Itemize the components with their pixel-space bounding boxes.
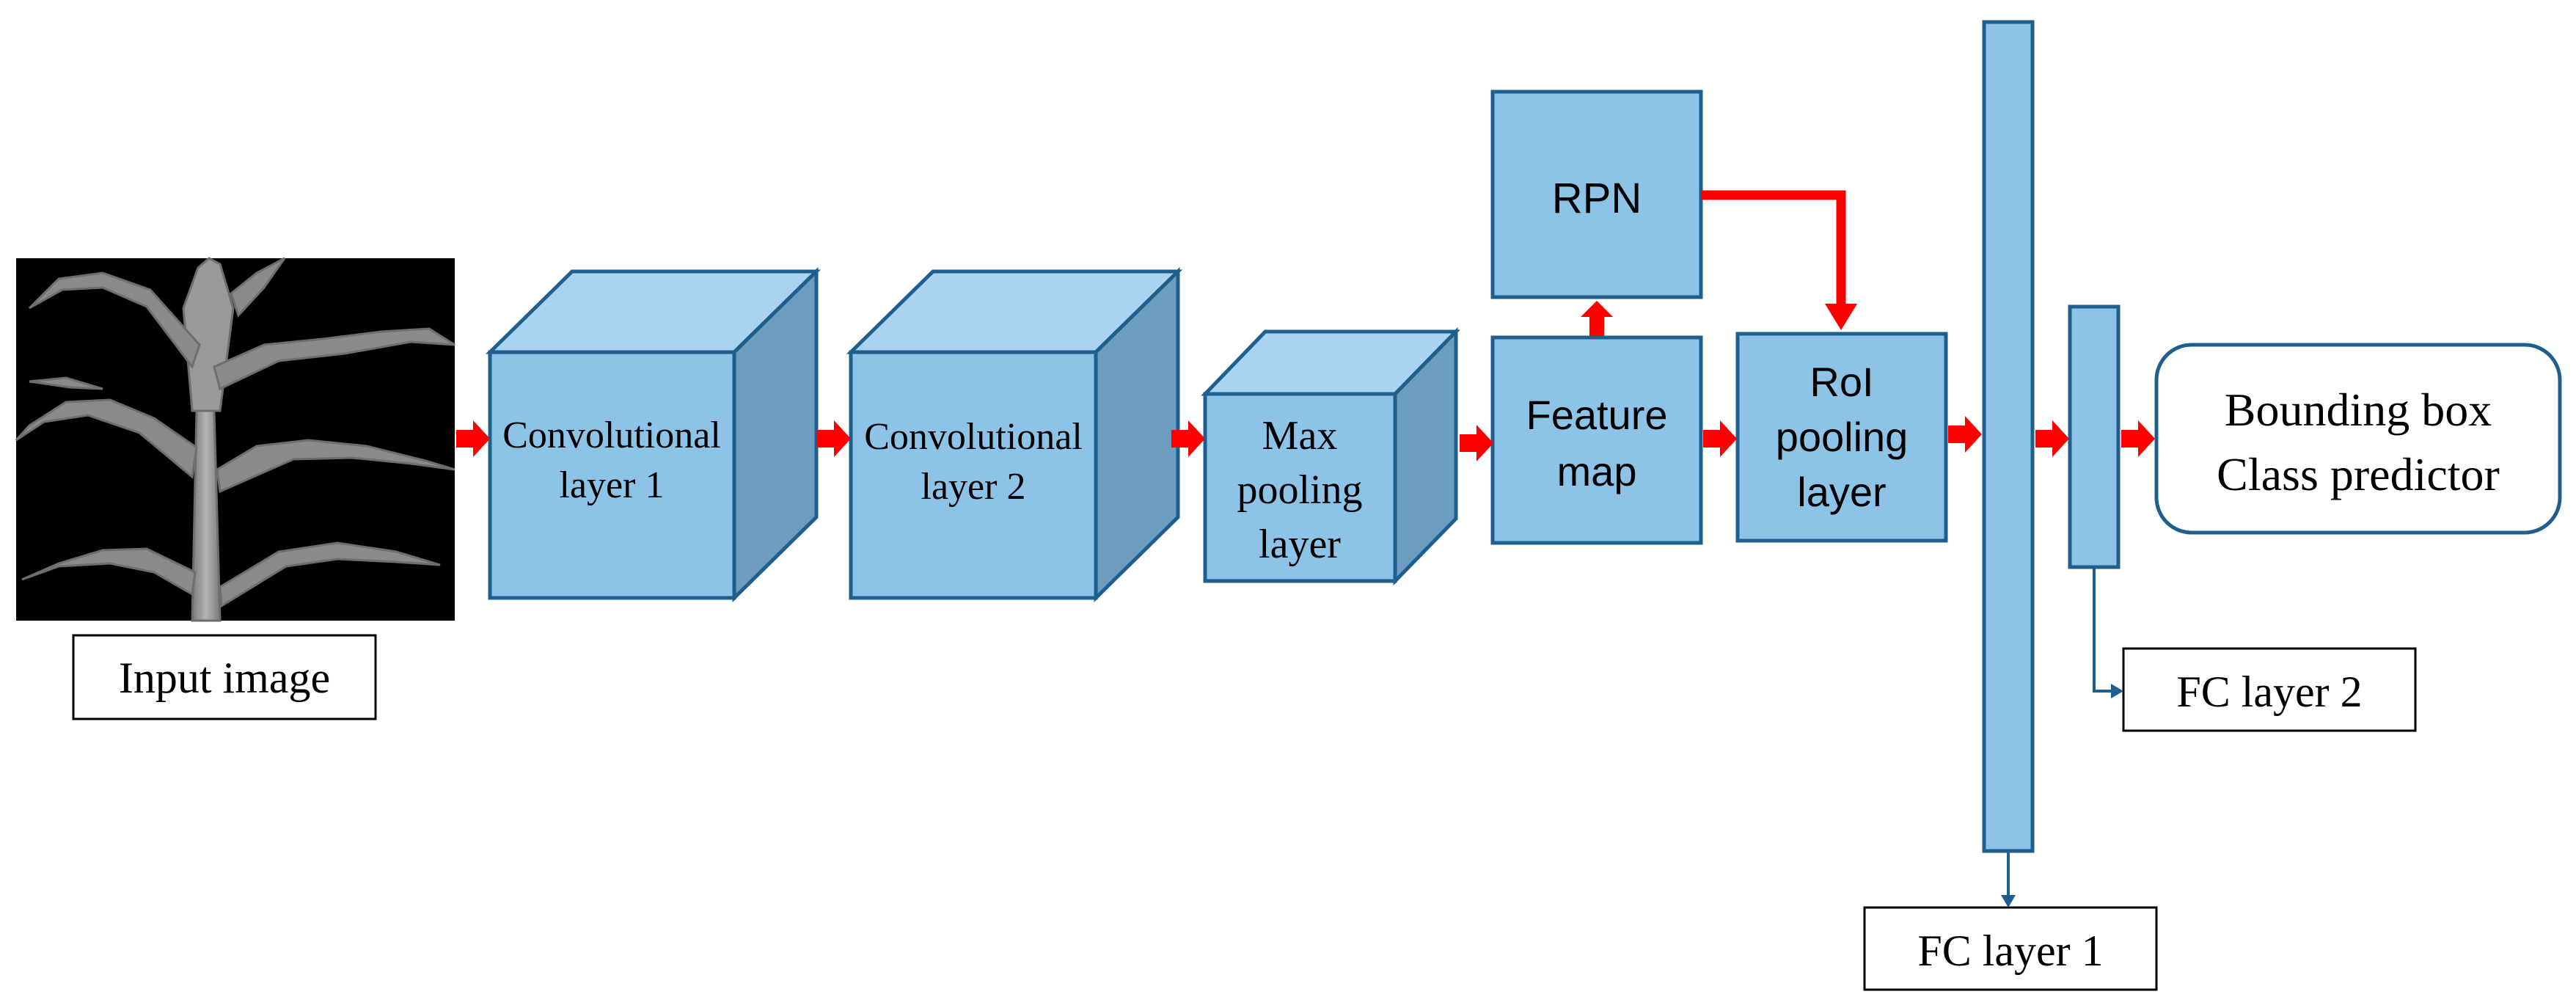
input-image-label: Input image <box>119 654 330 702</box>
max-pooling-front <box>1203 392 1397 583</box>
max-pooling-label-line-1: Max <box>1262 413 1338 459</box>
conv-layer-1-front <box>488 350 736 600</box>
fc-layer-2-label-box <box>2122 647 2417 732</box>
input-image-label-box <box>72 634 377 720</box>
arrow-input-to-conv1 <box>456 420 490 457</box>
input-image <box>15 257 455 622</box>
conv-layer-2-label-line-1: Convolutional <box>864 416 1083 458</box>
conv-layer-2-label-line-2: layer 2 <box>921 466 1026 508</box>
arrow-feature-map-to-rpn <box>1581 301 1613 336</box>
feature-map-label-line-1: Feature <box>1526 392 1668 438</box>
feature-map-label-line-2: map <box>1557 448 1637 494</box>
fc-layer-2-connector-head <box>2111 684 2123 698</box>
arrow-maxpool-to-feature-map <box>1460 425 1493 461</box>
conv-layer-1-label-line-1: Convolutional <box>502 414 721 456</box>
output-label-line-2: Class predictor <box>2217 448 2500 500</box>
fc-layer-1-label: FC layer 1 <box>1917 927 2103 975</box>
fc-layer-2-connector <box>2093 567 2112 693</box>
rpn-label: RPN <box>1552 175 1642 222</box>
rpn-box <box>1490 90 1703 299</box>
max-pooling-label-line-3: layer <box>1259 522 1341 567</box>
input-image-background <box>16 258 455 621</box>
fc-layer-1-bar <box>1982 20 2035 853</box>
fc-layer-1-connector-head <box>2001 895 2016 907</box>
fc-layer-2-label: FC layer 2 <box>2176 668 2362 716</box>
arrow-rpn-to-roi-head <box>1825 304 1857 330</box>
arrow-conv2-to-maxpool <box>1171 420 1205 457</box>
max-pooling-cube: Max pooling layer <box>1201 326 1460 586</box>
arrow-roi-to-fc1 <box>1948 416 1982 453</box>
fc-layer-1-label-box <box>1863 906 2158 991</box>
output-label-line-1: Bounding box <box>2225 384 2492 436</box>
feature-map-box <box>1490 335 1703 545</box>
arrow-rpn-to-roi-line <box>1701 190 1846 305</box>
flow-arrows <box>456 301 2155 461</box>
conv-layer-1-label-line-2: layer 1 <box>560 464 665 506</box>
plant-picture <box>15 257 455 622</box>
roi-pooling-box <box>1735 332 1948 543</box>
conv-layer-2-front <box>849 350 1098 600</box>
roi-pooling-label-line-3: layer <box>1797 469 1886 515</box>
arrow-rpn-to-roi <box>1701 190 1857 330</box>
arrow-fc1-to-fc2 <box>2035 420 2069 457</box>
arrow-feature-map-to-roi <box>1703 420 1737 457</box>
fc-layer-2-bar <box>2068 304 2121 569</box>
output-box <box>2154 343 2562 535</box>
arrow-fc2-to-output <box>2121 420 2155 457</box>
conv-layer-2-cube: Convolutional layer 2 <box>846 267 1183 602</box>
max-pooling-label-line-2: pooling <box>1237 467 1362 513</box>
conv-layer-1-cube: Convolutional layer 1 <box>485 267 822 602</box>
roi-pooling-label-line-1: RoI <box>1810 359 1873 405</box>
fc-connectors <box>2001 567 2123 907</box>
arrow-conv1-to-conv2 <box>817 420 851 457</box>
roi-pooling-label-line-2: pooling <box>1776 414 1909 460</box>
